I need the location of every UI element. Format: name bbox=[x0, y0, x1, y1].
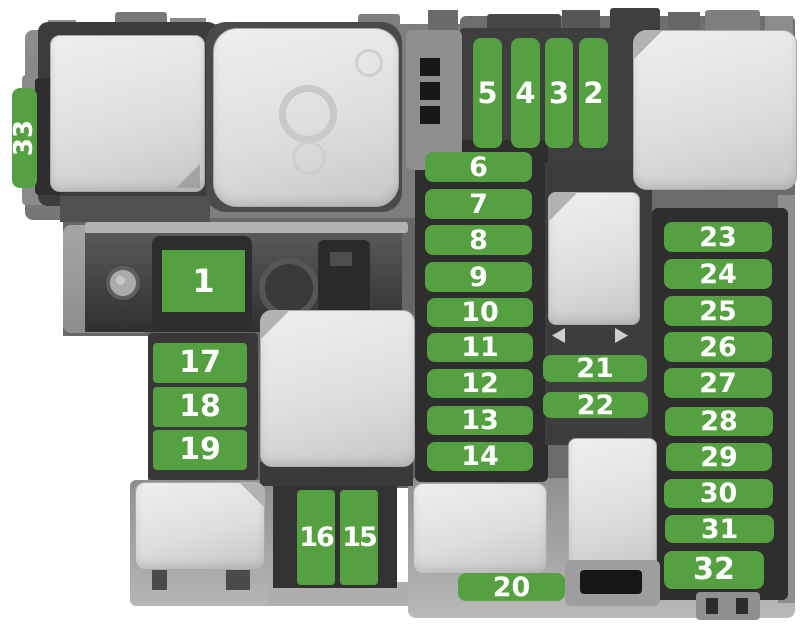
relay-corner-notch bbox=[176, 164, 200, 188]
fuse-label-24: 24 bbox=[664, 259, 772, 289]
foot-slot bbox=[706, 598, 718, 614]
fuse-label-5: 5 bbox=[473, 38, 502, 148]
fuse-label-31: 31 bbox=[665, 515, 774, 543]
clip-slot bbox=[420, 82, 440, 100]
fuse-label-3: 3 bbox=[545, 38, 573, 148]
fuse-label-10: 10 bbox=[427, 298, 533, 327]
fuse-label-20: 20 bbox=[458, 573, 565, 601]
relay-circle-icon bbox=[292, 141, 326, 175]
relay-box-mid-right bbox=[548, 192, 640, 325]
fuse-label-12: 12 bbox=[427, 369, 533, 398]
bottom-connector-slot bbox=[580, 570, 642, 594]
fuse-label-9: 9 bbox=[425, 262, 532, 292]
fuse-label-16: 16 bbox=[297, 490, 335, 585]
fuse-label-29: 29 bbox=[666, 443, 772, 471]
fuse-label-19: 19 bbox=[153, 430, 247, 470]
mounting-foot bbox=[226, 570, 250, 590]
fuse-label-6: 6 bbox=[425, 152, 532, 182]
fuse-label-4: 4 bbox=[511, 38, 540, 148]
fuse-label-8: 8 bbox=[425, 225, 532, 255]
fuse-label-2: 2 bbox=[579, 38, 608, 148]
fuse-label-32: 32 bbox=[664, 551, 764, 589]
fuse-label-30: 30 bbox=[664, 479, 773, 508]
relay-box-center bbox=[260, 310, 415, 467]
relay-shadow bbox=[60, 196, 210, 222]
clip-slot bbox=[420, 106, 440, 124]
relay-ring-icon bbox=[279, 85, 337, 143]
housing-rib bbox=[85, 222, 408, 233]
stud-highlight bbox=[116, 276, 125, 285]
relay-box-lower-right bbox=[568, 438, 657, 574]
fuse-label-23: 23 bbox=[664, 222, 772, 252]
module-notch bbox=[330, 252, 352, 266]
round-socket-icon bbox=[259, 258, 319, 318]
fuse-label-21: 21 bbox=[543, 355, 647, 382]
relay-box-top-right bbox=[633, 30, 797, 190]
clip-slot bbox=[420, 58, 440, 76]
fuse-label-1: 1 bbox=[162, 250, 245, 312]
fuse-label-17: 17 bbox=[153, 343, 247, 383]
screw-icon bbox=[355, 49, 383, 77]
foot-slot bbox=[736, 598, 748, 614]
retaining-clip bbox=[406, 30, 462, 170]
fuse-label-18: 18 bbox=[153, 387, 247, 427]
fuse-label-27: 27 bbox=[664, 368, 772, 398]
relay-box-bottom-center bbox=[413, 483, 547, 574]
fuse-slot-panel-bottom bbox=[273, 470, 397, 588]
fuse-label-25: 25 bbox=[664, 296, 772, 326]
fuse-label-11: 11 bbox=[427, 333, 533, 362]
fuse-label-13: 13 bbox=[427, 406, 533, 435]
mounting-foot bbox=[152, 570, 167, 590]
fuse-label-28: 28 bbox=[665, 407, 773, 436]
fuse-label-33-text: 33 bbox=[9, 119, 40, 157]
fuse-label-14: 14 bbox=[427, 442, 533, 471]
fuse-label-22: 22 bbox=[543, 392, 648, 419]
fuse-label-26: 26 bbox=[664, 332, 772, 362]
fuse-label-15: 15 bbox=[340, 490, 378, 585]
relay-box-bottom-left bbox=[135, 482, 265, 570]
fuse-label-7: 7 bbox=[425, 189, 532, 219]
fuse-label-33: 33 bbox=[9, 88, 40, 188]
